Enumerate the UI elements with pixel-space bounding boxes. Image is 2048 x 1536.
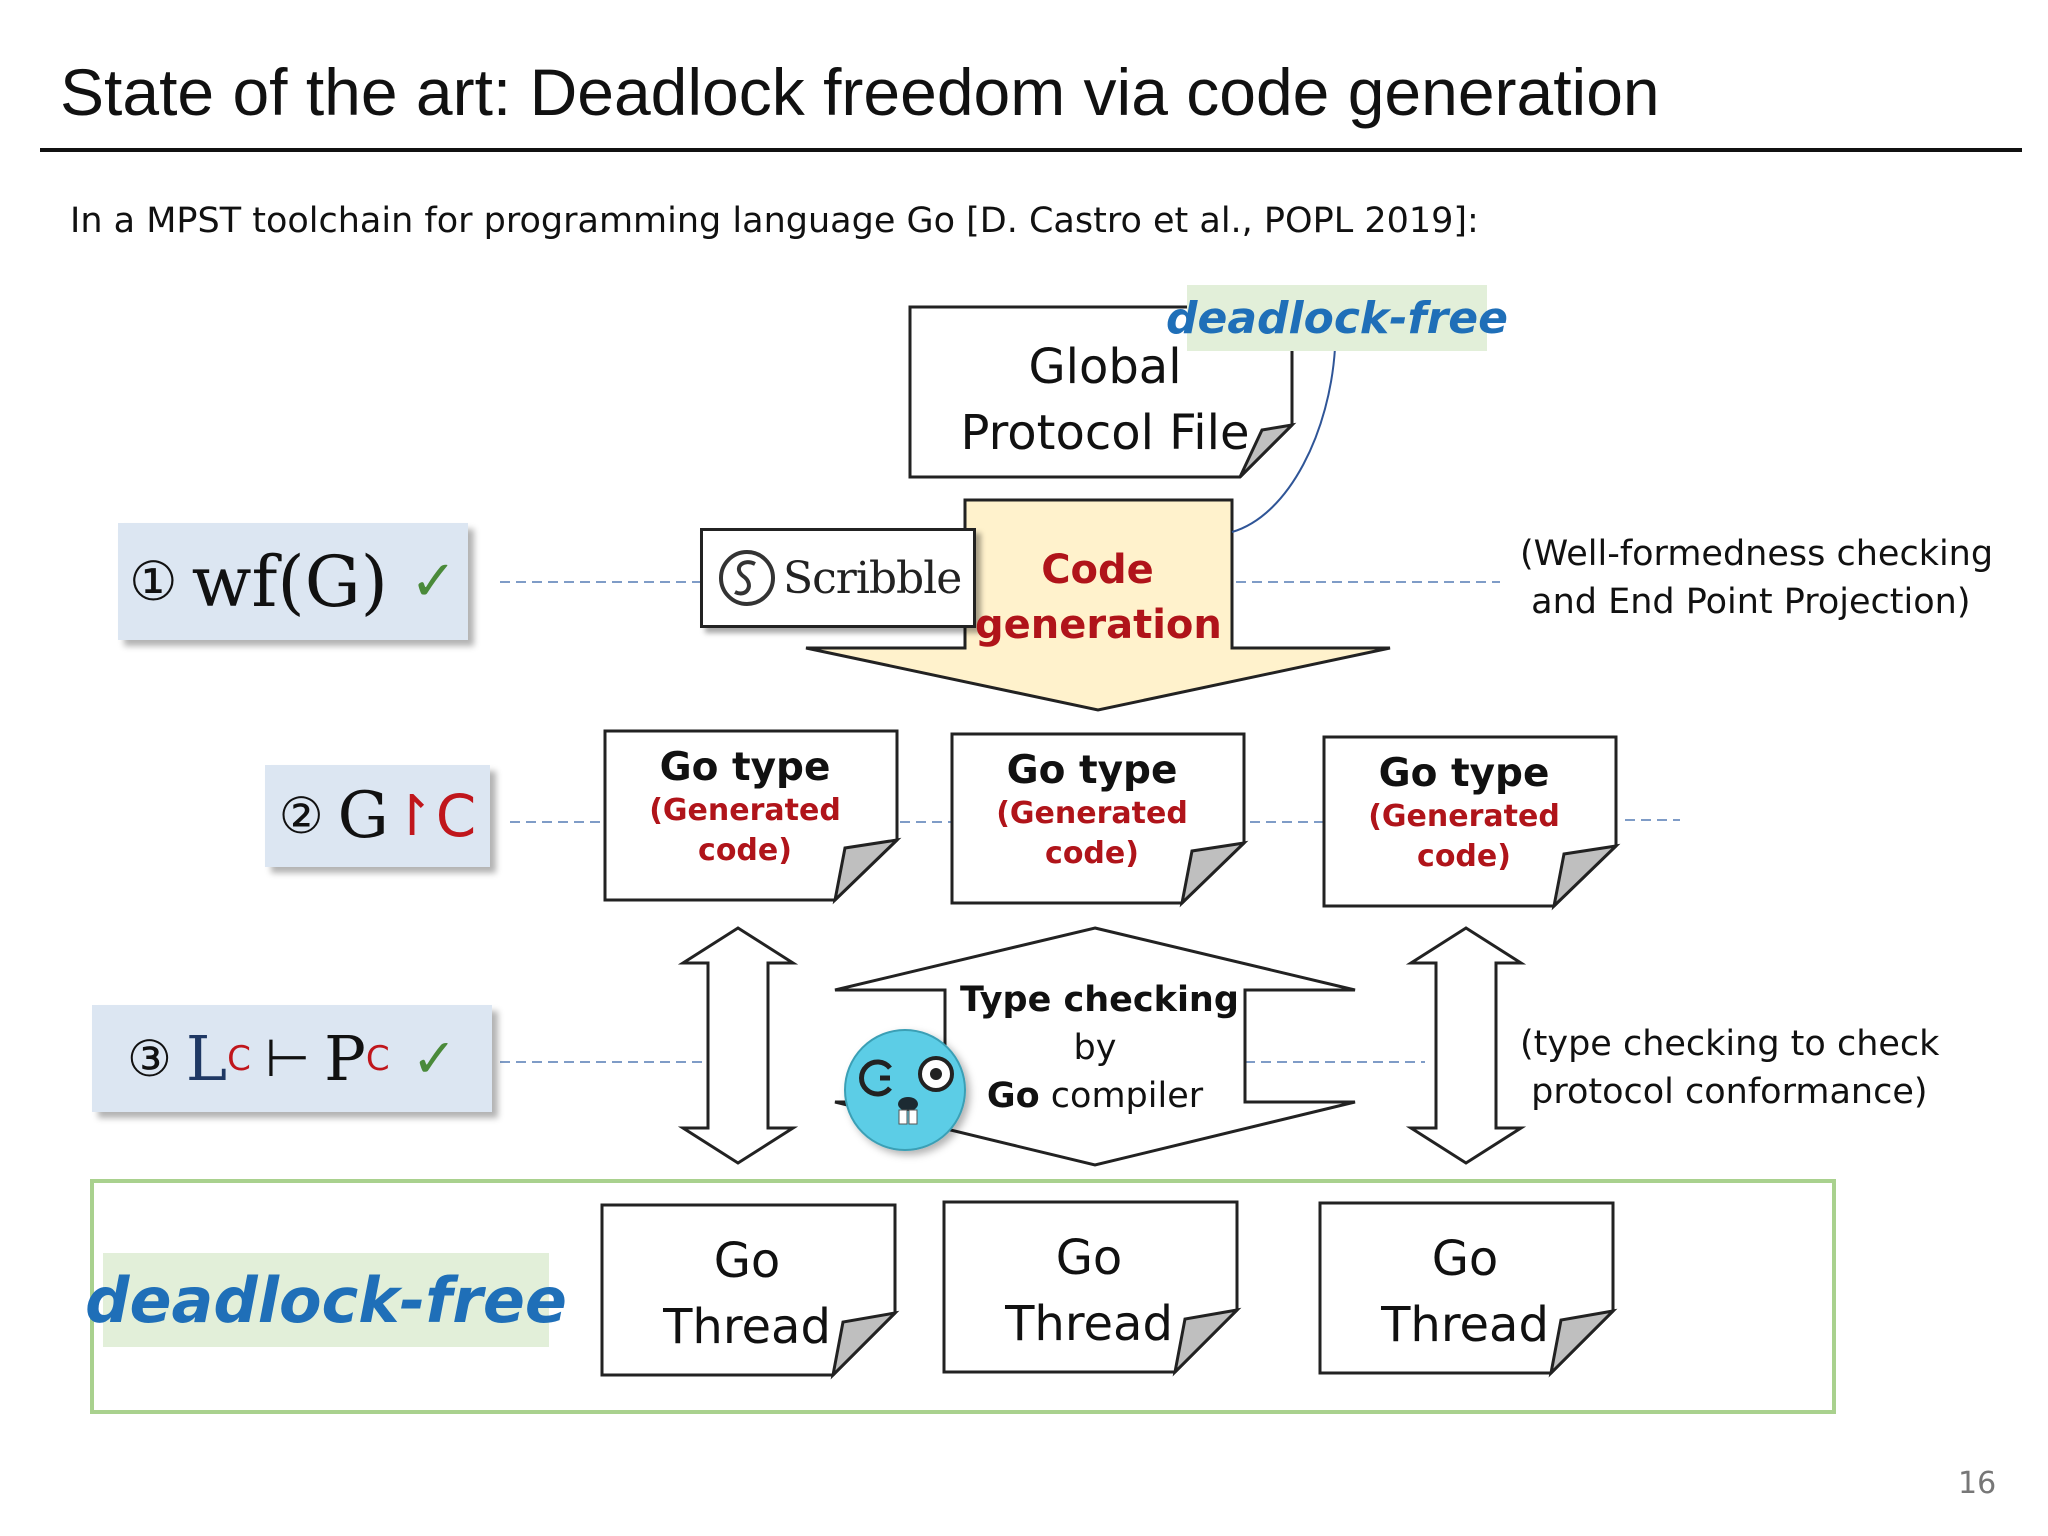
typing-role-sub-2: C bbox=[365, 1038, 390, 1079]
page-title: State of the art: Deadlock freedom via c… bbox=[60, 55, 1660, 129]
go-type-document-1 bbox=[603, 729, 902, 905]
projection-global: G bbox=[337, 779, 389, 853]
go-type-sub-1: (Generated bbox=[649, 793, 841, 828]
type-checking-compiler: compiler bbox=[1039, 1076, 1204, 1116]
go-type-label-3: Go type (Generated code) bbox=[1334, 751, 1594, 877]
step-number-3: ③ bbox=[127, 1029, 172, 1088]
subtitle: In a MPST toolchain for programming lang… bbox=[70, 201, 1479, 241]
page-number: 16 bbox=[1958, 1466, 1997, 1501]
scribble-label: Scribble bbox=[783, 552, 962, 604]
code-generation-label: Code generation bbox=[975, 543, 1222, 653]
scribble-logo: Scribble bbox=[700, 528, 976, 628]
go-type-title: Go type bbox=[1006, 748, 1178, 793]
check-icon: ✓ bbox=[409, 549, 457, 614]
deadlock-free-frame bbox=[90, 1179, 1836, 1414]
go-type-document-3 bbox=[1322, 735, 1621, 911]
global-protocol-line1: Global bbox=[1028, 339, 1182, 395]
deadlock-free-top-label: deadlock-free bbox=[1166, 285, 1508, 351]
wellformedness-note-line2: and End Point Projection) bbox=[1520, 582, 1971, 622]
go-type-sub-1: (Generated bbox=[1368, 799, 1560, 834]
typing-process: P bbox=[324, 1022, 366, 1095]
go-thread-line1: Go bbox=[1431, 1231, 1499, 1287]
type-checking-line3: Go compiler bbox=[960, 1072, 1230, 1120]
type-checking-line2: by bbox=[1073, 1028, 1117, 1068]
projection-restrict-symbol: ↾ bbox=[388, 783, 436, 849]
go-thread-document-1 bbox=[600, 1203, 900, 1380]
conformance-note-line2: protocol conformance) bbox=[1520, 1072, 1928, 1112]
double-arrow-right bbox=[1405, 926, 1527, 1165]
code-generation-line2: generation bbox=[975, 602, 1222, 648]
typing-local-type: L bbox=[185, 1022, 228, 1095]
go-thread-line2: Thread bbox=[663, 1299, 831, 1355]
go-thread-line2: Thread bbox=[1381, 1297, 1549, 1353]
check-icon: ✓ bbox=[411, 1027, 457, 1090]
type-checking-label: Type checking by Go compiler bbox=[960, 976, 1239, 1120]
go-type-label-2: Go type (Generated code) bbox=[962, 748, 1222, 874]
go-thread-label-3: Go Thread bbox=[1330, 1226, 1600, 1358]
go-type-sub-2: code) bbox=[698, 833, 792, 868]
go-thread-line2: Thread bbox=[1005, 1296, 1173, 1352]
projection-badge: ② G ↾ C bbox=[265, 765, 490, 867]
go-thread-document-2 bbox=[942, 1200, 1242, 1377]
go-type-title: Go type bbox=[659, 745, 831, 790]
go-type-sub-2: code) bbox=[1417, 839, 1511, 874]
wellformedness-note-line1: (Well-formedness checking bbox=[1520, 534, 1994, 574]
go-type-sub-1: (Generated bbox=[996, 796, 1188, 831]
step-number-1: ① bbox=[129, 550, 178, 613]
conformance-note: (type checking to check protocol conform… bbox=[1520, 1020, 1939, 1116]
step-number-2: ② bbox=[278, 787, 324, 845]
scribble-icon bbox=[719, 550, 775, 606]
projection-role: C bbox=[435, 782, 477, 850]
go-thread-line1: Go bbox=[713, 1233, 781, 1289]
global-protocol-label: Global Protocol File bbox=[940, 334, 1270, 466]
title-underline bbox=[40, 148, 2022, 152]
go-type-sub-2: code) bbox=[1045, 836, 1139, 871]
conformance-note-line1: (type checking to check bbox=[1520, 1024, 1940, 1064]
turnstile-symbol: ⊢ bbox=[264, 1028, 311, 1089]
code-generation-arrow bbox=[805, 498, 1391, 712]
dashed-guides bbox=[500, 581, 1680, 1063]
type-checking-line1: Type checking bbox=[960, 980, 1239, 1020]
go-thread-document-3 bbox=[1318, 1201, 1618, 1378]
deadlock-free-bottom-label: deadlock-free bbox=[85, 1253, 567, 1347]
go-thread-label-2: Go Thread bbox=[954, 1225, 1224, 1357]
go-type-label-1: Go type (Generated code) bbox=[615, 745, 875, 871]
connector-line bbox=[1231, 347, 1336, 533]
code-generation-line1: Code bbox=[1041, 547, 1154, 593]
go-type-title: Go type bbox=[1378, 751, 1550, 796]
type-checking-go: Go bbox=[986, 1076, 1040, 1116]
wellformedness-note: (Well-formedness checking and End Point … bbox=[1520, 530, 1993, 626]
global-protocol-line2: Protocol File bbox=[960, 405, 1250, 461]
go-type-document-2 bbox=[950, 732, 1249, 908]
go-thread-line1: Go bbox=[1055, 1230, 1123, 1286]
go-thread-label-1: Go Thread bbox=[612, 1228, 882, 1360]
typing-role-sub-1: C bbox=[227, 1038, 251, 1079]
type-checking-arrow bbox=[834, 926, 1356, 1167]
gopher-logo-icon bbox=[844, 1029, 966, 1151]
wf-formula: wf(G) bbox=[191, 540, 388, 623]
double-arrow-left bbox=[677, 926, 799, 1165]
wellformedness-badge: ① wf(G) ✓ bbox=[118, 523, 468, 640]
